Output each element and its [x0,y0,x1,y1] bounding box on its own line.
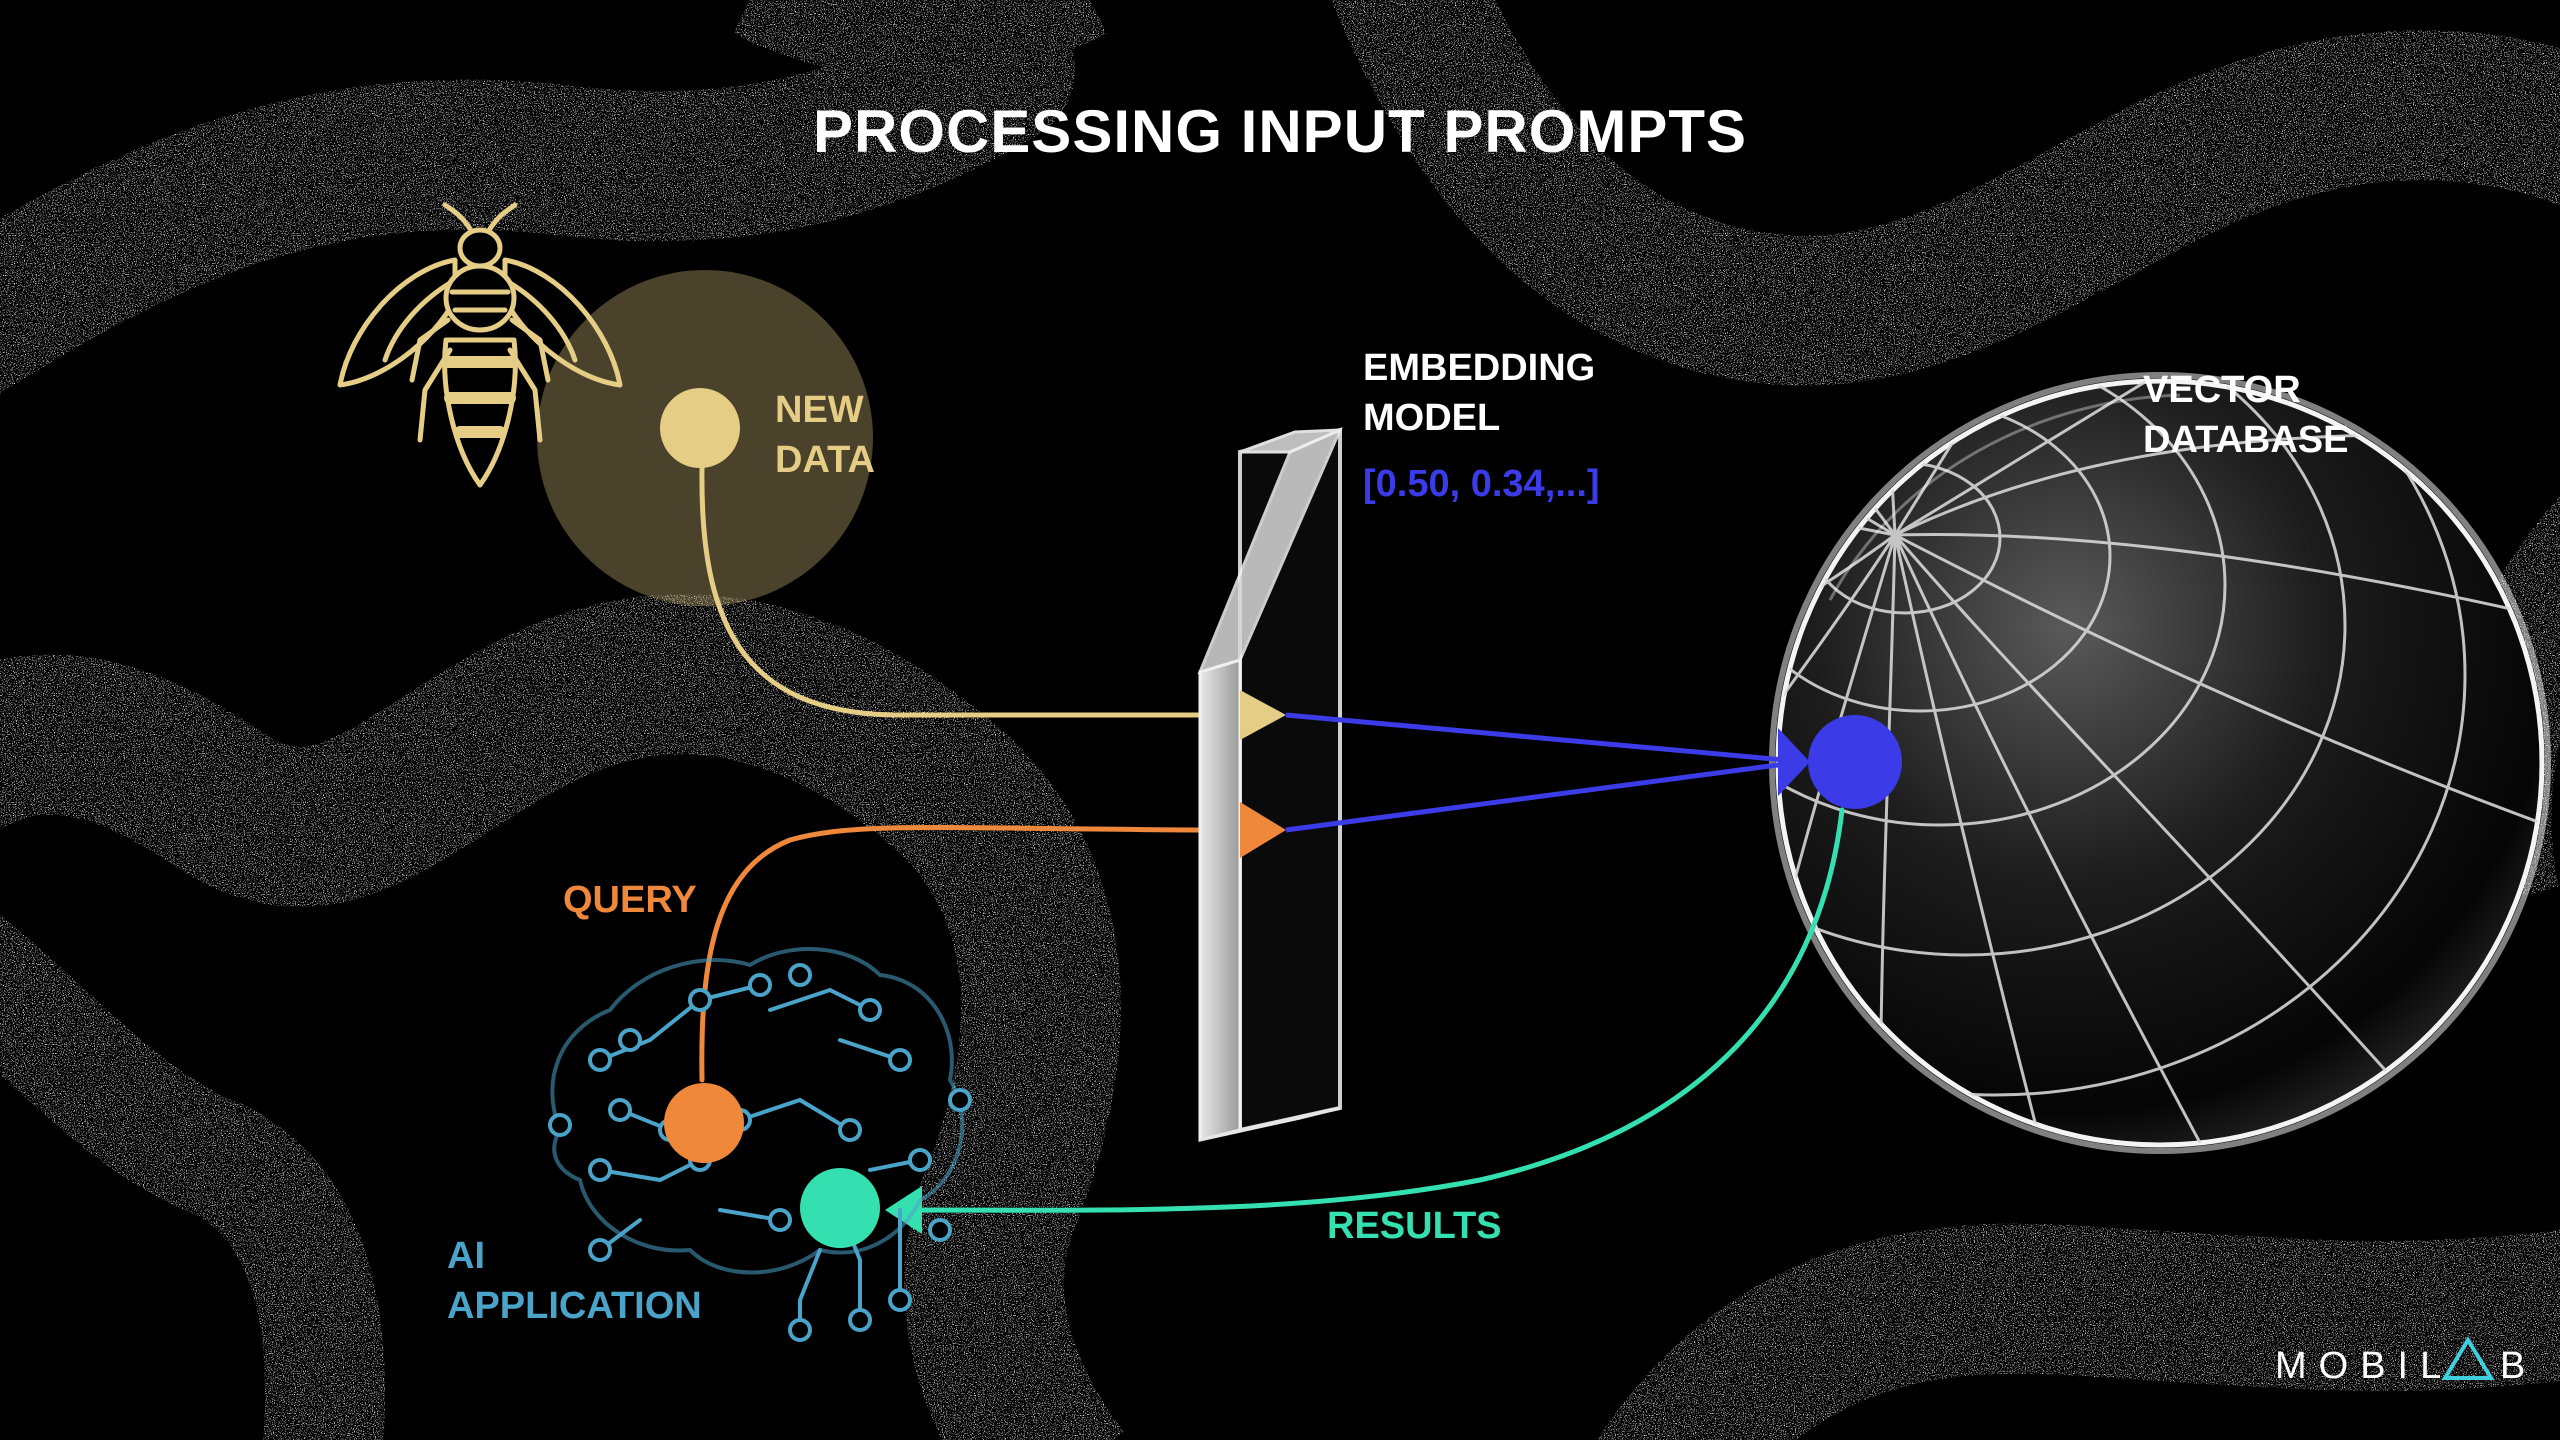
query-arrowhead [1240,802,1286,858]
query-vector-line [1285,761,1786,833]
ai-app-label-line1: AI [447,1235,485,1277]
brand-triangle-icon [2441,1336,2495,1380]
mobilab-logo: MOBIL B [2275,1336,2537,1387]
new-data-label-line1: NEW [775,389,864,431]
embedding-label-line1: EMBEDDING [1363,347,1595,389]
bee-icon [337,202,623,488]
query-connector [699,825,1243,1083]
page-title: PROCESSING INPUT PROMPTS [813,98,1747,165]
query-dot [664,1083,744,1163]
new-data-vector-line [1285,712,1786,763]
embedding-label-line2: MODEL [1363,397,1500,439]
ai-app-label-line2: APPLICATION [447,1285,702,1327]
results-connector [902,807,1845,1213]
glass-panel-icon [1197,427,1343,1142]
results-arrowhead [885,1186,922,1234]
new-data-node: NEW DATA [337,202,875,606]
results-dot [800,1168,880,1248]
svg-text:MOBIL: MOBIL [2275,1345,2453,1387]
new-data-dot [660,388,740,468]
brand-prefix: MOBIL [2275,1345,2453,1387]
new-data-label-line2: DATA [775,439,875,481]
vector-db-label-line1: VECTOR [2143,369,2301,411]
query-label: QUERY [563,879,697,921]
brand-suffix: B [2500,1345,2537,1387]
new-data-arrowhead [1240,690,1286,740]
vector-arrowhead [1778,728,1810,796]
new-data-connector [699,465,1243,718]
svg-text:B: B [2500,1345,2537,1387]
results-label: RESULTS [1327,1205,1502,1247]
embedding-point [1808,715,1902,809]
embedding-vector-sample: [0.50, 0.34,...] [1363,463,1600,505]
wireframe-sphere-icon [1769,372,2551,1154]
vector-db-label-line2: DATABASE [2143,419,2348,461]
